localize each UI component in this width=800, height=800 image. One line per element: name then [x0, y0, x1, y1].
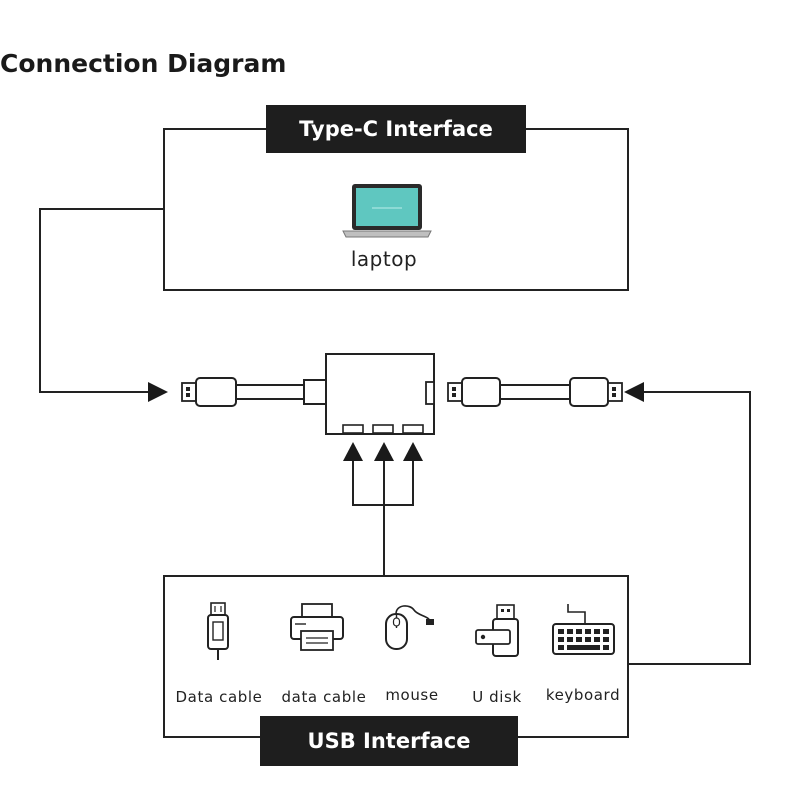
- printer-icon: [290, 603, 344, 651]
- arrow-up-icon: [343, 442, 363, 461]
- mouse-icon: [385, 605, 434, 650]
- data-cable-icon: [207, 602, 229, 660]
- usb-frame: [163, 575, 629, 738]
- hub-side-port: [425, 381, 435, 405]
- right-cable: [447, 377, 623, 407]
- hub-usb-ports: [342, 424, 424, 434]
- type-c-header: Type-C Interface: [299, 117, 493, 141]
- arrow-right-icon: [148, 382, 168, 402]
- type-c-cable-path: [39, 208, 168, 402]
- usb-section: USB Interface: [163, 575, 629, 766]
- diagram-title: Connection Diagram: [0, 49, 286, 78]
- hub-body: [325, 353, 435, 435]
- arrow-up-icon: [403, 442, 423, 461]
- usb-header-bar: [260, 716, 518, 766]
- hub-assembly: [181, 353, 623, 435]
- left-cable: [181, 377, 327, 407]
- device-label: keyboard: [546, 686, 620, 704]
- keyboard-icon: [552, 604, 615, 655]
- laptop-label: laptop: [351, 247, 417, 271]
- arrow-left-icon: [624, 382, 644, 402]
- device-label: mouse: [385, 686, 438, 704]
- type-c-section: Type-C Interface laptop: [163, 105, 629, 291]
- usb-flash-drive-icon: [475, 604, 519, 657]
- arrow-up-icon: [374, 442, 394, 461]
- usb-return-path: [624, 382, 751, 665]
- laptop-icon: [342, 184, 432, 238]
- device-label: U disk: [472, 688, 522, 706]
- device-label: data cable: [282, 688, 367, 706]
- usb-port-paths: [343, 442, 423, 576]
- usb-header: USB Interface: [308, 729, 471, 753]
- device-label: Data cable: [176, 688, 263, 706]
- type-c-header-bar: [266, 105, 526, 153]
